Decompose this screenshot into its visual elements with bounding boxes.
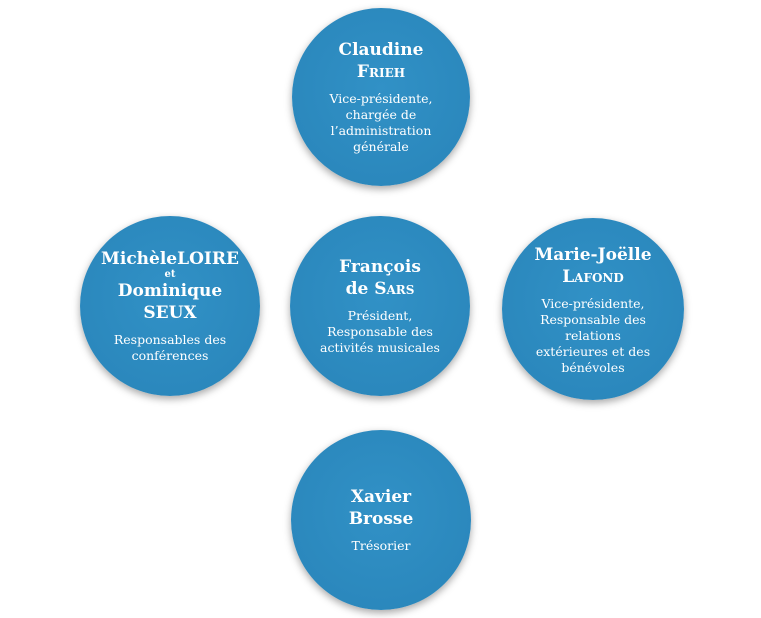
member-name: Marie-Joëlle — [534, 245, 652, 265]
role-line: conférences — [131, 348, 209, 363]
member-name: Dominique SEUX — [117, 281, 223, 323]
role-line: bénévoles — [561, 360, 625, 375]
role-line: l’administration — [330, 123, 432, 138]
member-role: Vice-présidente, Responsable des relatio… — [536, 296, 650, 376]
member-circle-xavier-brosse: Xavier Brosse Trésorier — [291, 430, 471, 610]
member-circle-francois-de-sars: François de Sars Président, Responsable … — [290, 216, 470, 396]
role-line: chargée de — [345, 107, 417, 122]
member-name: Claudine — [338, 40, 424, 60]
role-line: Vice-présidente, — [541, 296, 645, 311]
role-line: Responsable des — [327, 324, 433, 339]
role-line: Responsable des — [540, 312, 646, 327]
member-surname: Brosse — [348, 509, 414, 529]
surname: Sars — [374, 279, 415, 299]
role-line: Vice-présidente, — [329, 91, 433, 106]
member-surname: Lafond — [562, 267, 624, 287]
role-line: relations — [565, 328, 621, 343]
member-name: MichèleLOIRE — [101, 249, 239, 269]
role-line: Président, — [347, 308, 413, 323]
role-line: activités musicales — [320, 340, 440, 355]
member-name: Xavier — [350, 487, 412, 507]
particle: de — [345, 279, 375, 299]
role-line: Responsables des — [113, 332, 227, 347]
member-role: Trésorier — [352, 538, 411, 554]
member-role: Président, Responsable des activités mus… — [320, 308, 440, 356]
member-circle-marie-joelle-lafond: Marie-Joëlle Lafond Vice-présidente, Res… — [502, 218, 684, 400]
role-line: extérieures et des — [535, 344, 651, 359]
member-surname: Frieh — [356, 62, 406, 82]
role-line: générale — [353, 139, 409, 154]
member-circle-claudine-frieh: Claudine Frieh Vice-présidente, chargée … — [292, 8, 470, 186]
member-circle-loire-seux: MichèleLOIRE et Dominique SEUX Responsab… — [80, 216, 260, 396]
role-line: Trésorier — [351, 538, 411, 553]
member-surname: de Sars — [346, 278, 415, 300]
member-role: Responsables des conférences — [114, 332, 226, 364]
conjunction: et — [164, 269, 176, 280]
member-name: François — [339, 257, 421, 277]
member-role: Vice-présidente, chargée de l’administra… — [329, 91, 432, 155]
